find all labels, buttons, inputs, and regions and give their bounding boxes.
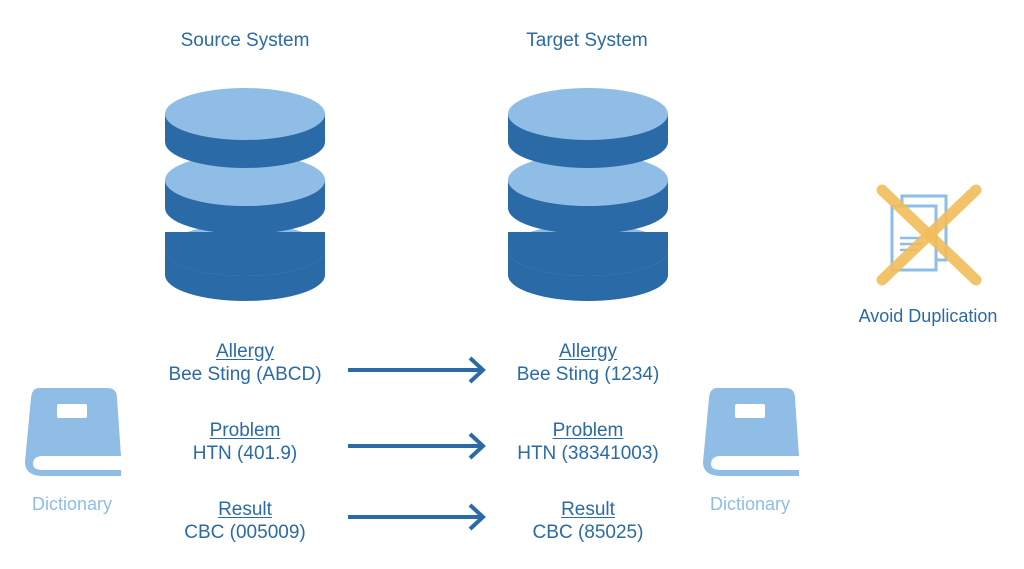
target-mapping-result: Result CBC (85025) (468, 498, 708, 544)
target-mapping-problem: Problem HTN (38341003) (468, 419, 708, 465)
category-label: Problem (552, 420, 624, 441)
category-label: Result (218, 499, 272, 520)
target-value: CBC (85025) (532, 522, 644, 543)
source-database-icon (165, 88, 325, 301)
target-database-icon (508, 88, 668, 301)
arrow-right-icon (348, 432, 486, 460)
target-system-title: Target System (526, 30, 648, 51)
db-layer-middle (165, 154, 325, 234)
arrow-right-icon (348, 503, 486, 531)
category-label: Allergy (215, 341, 275, 362)
dictionary-left-label: Dictionary (31, 494, 113, 514)
category-label: Allergy (558, 341, 618, 362)
book-icon (25, 388, 121, 476)
category-label: Problem (209, 420, 281, 441)
source-value: HTN (401.9) (192, 443, 298, 464)
source-mapping-result: Result CBC (005009) (125, 498, 365, 544)
source-system-title: Source System (180, 30, 310, 51)
target-mapping-allergy: Allergy Bee Sting (1234) (468, 340, 708, 386)
category-label: Result (561, 499, 615, 520)
source-mapping-problem: Problem HTN (401.9) (125, 419, 365, 465)
dictionary-right-label: Dictionary (709, 494, 791, 514)
source-value: Bee Sting (ABCD) (168, 364, 322, 385)
source-mapping-allergy: Allergy Bee Sting (ABCD) (125, 340, 365, 386)
book-icon (703, 388, 799, 476)
db-layer-top (165, 88, 325, 168)
db-layer-bottom (165, 224, 325, 301)
avoid-duplication-label: Avoid Duplication (858, 306, 998, 326)
target-value: Bee Sting (1234) (516, 364, 660, 385)
crossed-document-icon (876, 184, 982, 286)
source-value: CBC (005009) (184, 522, 306, 543)
arrow-right-icon (348, 356, 486, 384)
target-value: HTN (38341003) (517, 443, 659, 464)
